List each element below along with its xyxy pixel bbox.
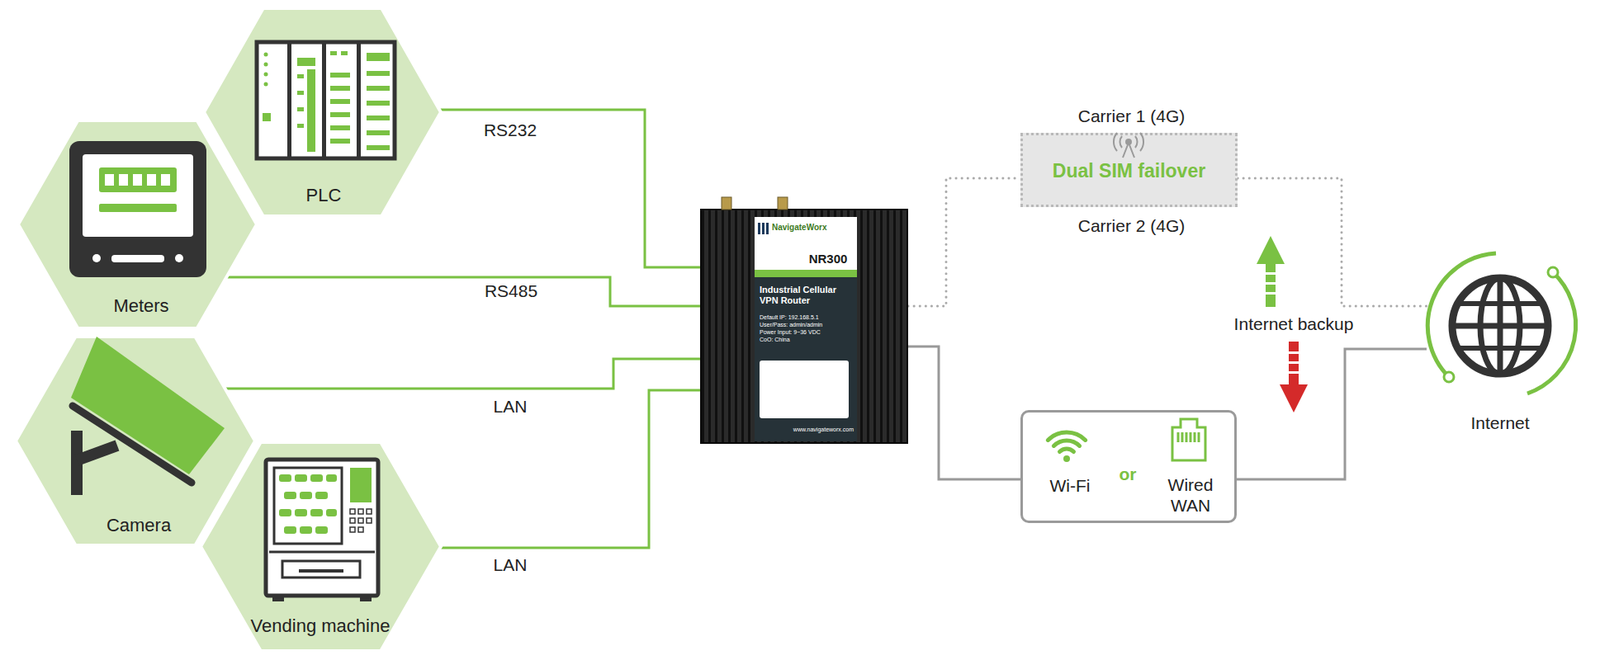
device-hexagon: Vending machine — [200, 442, 441, 652]
hexagon-outline — [200, 442, 441, 652]
connector-line — [439, 109, 701, 268]
node-text: NR300 — [800, 251, 856, 267]
globe-icon — [1427, 253, 1576, 394]
node-text: PLC — [232, 184, 415, 207]
node-text: Internet — [1426, 412, 1574, 434]
router-box: NavigateWorxNR300Industrial Cellular VPN… — [700, 208, 909, 445]
vending-icon — [265, 459, 379, 602]
camera-icon — [71, 336, 225, 496]
connector-line — [226, 277, 701, 307]
meter-icon — [69, 141, 207, 278]
node-text: Industrial Cellular VPN Router — [759, 284, 853, 307]
connector-line — [440, 390, 701, 549]
node-text: or — [1109, 463, 1146, 485]
node-text: Carrier 1 (4G) — [1006, 105, 1257, 127]
logo-mark — [757, 222, 770, 235]
wifi-icon — [1047, 432, 1085, 463]
uplink-box: Wi-FiorWired WAN — [1020, 410, 1237, 524]
tower-icon — [1113, 132, 1144, 158]
hexagon-outline — [203, 8, 441, 217]
edge-label: LAN — [491, 397, 531, 417]
connector-line — [1236, 349, 1427, 480]
node-text: Dual SIM failover — [1022, 160, 1236, 184]
connector-line — [225, 359, 701, 389]
node-text: Vending machine — [229, 615, 412, 638]
failover-box: Carrier 1 (4G)Dual SIM failoverCarrier 2… — [1020, 132, 1238, 208]
backup-arrows — [1256, 236, 1308, 413]
node-text: Meters — [50, 295, 232, 318]
node-text: NavigateWorx — [771, 222, 855, 233]
connector-line — [908, 346, 1021, 480]
node-text: Default IP: 192.168.5.1 — [759, 314, 856, 322]
hexagon-outline — [18, 120, 257, 329]
free-label: Internet backup — [1231, 314, 1357, 335]
internet-node: Internet — [1426, 251, 1574, 438]
connector-line — [908, 178, 1021, 307]
node-text: www.navigateworx.com — [759, 426, 854, 434]
node-text: Carrier 2 (4G) — [1006, 215, 1257, 237]
plc-icon — [256, 42, 395, 159]
ethernet-icon — [1172, 419, 1206, 461]
node-text: CoO: China — [759, 336, 856, 344]
router-antennas — [721, 197, 788, 210]
node-text: Wi-Fi — [1034, 475, 1106, 497]
edge-label: RS232 — [481, 120, 540, 141]
edge-label: RS485 — [482, 281, 540, 302]
connector-line — [1237, 178, 1427, 307]
edge-label: LAN — [491, 555, 531, 576]
node-text: Camera — [47, 515, 230, 537]
node-text: Wired WAN — [1152, 475, 1229, 517]
node-text: User/Pass: admin/admin — [759, 321, 856, 329]
device-hexagon: Meters — [18, 120, 257, 329]
sticker-area — [759, 360, 849, 419]
node-text: Power Input: 9~36 VDC — [759, 329, 856, 337]
device-hexagon: PLC — [203, 8, 441, 217]
